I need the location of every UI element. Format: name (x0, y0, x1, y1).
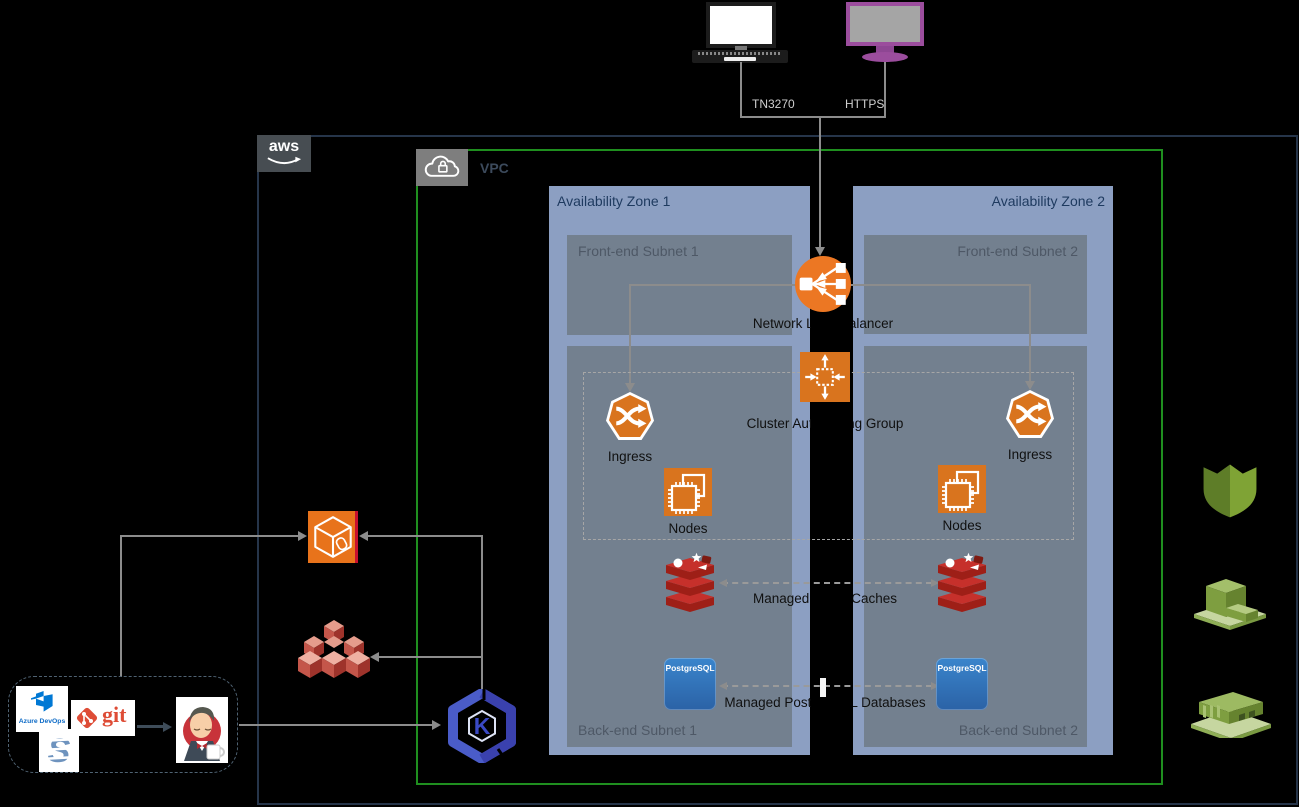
ingress2-arrow (1025, 381, 1035, 390)
devops-pipeline-box (8, 676, 238, 773)
client-to-nlb-line (819, 116, 821, 248)
s-logo: S (40, 732, 78, 770)
git-to-jenkins-line (137, 725, 165, 728)
be-subnet2-label: Back-end Subnet 2 (958, 722, 1078, 738)
nodes2-label: Nodes (942, 518, 982, 533)
redis-line-left-arrow (719, 579, 727, 587)
browser-protocol-label: HTTPS (845, 97, 885, 111)
redis2-icon (934, 552, 990, 619)
az1-label: Availability Zone 1 (557, 193, 671, 209)
eks-icon: K (446, 687, 518, 768)
nlb-to-ingress1-line (629, 284, 631, 384)
client-to-nlb-arrow (815, 247, 825, 256)
git-logo (76, 707, 98, 729)
az2-label: Availability Zone 2 (991, 193, 1105, 209)
vpc-badge (416, 149, 468, 186)
green-datacenter-icon (1189, 686, 1273, 743)
postgres-line-left-arrow (719, 682, 727, 690)
ecr-pull-arrow (359, 531, 368, 541)
ecr-icon (308, 511, 358, 563)
postgres-replication-line (722, 685, 932, 687)
postgresql1-badge: PostgreSQL (665, 663, 715, 673)
eks-to-cache-line (377, 656, 483, 658)
ingress1-icon (606, 392, 654, 440)
azure-devops-logo (31, 691, 53, 712)
ingress2-label: Ingress (1007, 447, 1053, 462)
git-to-jenkins-arrow (163, 722, 172, 732)
redis-replication-line (722, 582, 932, 584)
eks-letter: K (474, 713, 491, 739)
elasticache-blocks-icon (296, 616, 372, 689)
jenkins-to-eks-line (239, 724, 434, 726)
be-subnet1-label: Back-end Subnet 1 (578, 722, 698, 738)
s-logo-letter: S (48, 732, 71, 770)
postgresql2-badge: PostgreSQL (937, 663, 987, 673)
vpc-label: VPC (480, 160, 509, 176)
terminal-line (740, 62, 742, 118)
postgresql2-icon: PostgreSQL (936, 658, 988, 710)
git-card: git (71, 700, 135, 736)
aws-smile-icon (267, 156, 302, 165)
browser-line (884, 62, 886, 118)
redis1-icon (662, 552, 718, 619)
network-load-balancer-icon (795, 256, 851, 312)
iam-shield-icon (1194, 459, 1266, 526)
nodes1-label: Nodes (668, 521, 708, 536)
pipeline-to-ecr-line (120, 535, 300, 537)
aws-logo-text: aws (268, 138, 300, 155)
jenkins-logo (183, 707, 225, 761)
cursor-artifact (820, 678, 826, 697)
scm-s-logo-card: S (39, 729, 79, 772)
pipeline-up-line (120, 535, 122, 677)
eks-to-ecr-line (366, 535, 483, 537)
aws-logo-badge: aws (257, 135, 311, 172)
eks-deploy-arrow (432, 720, 441, 730)
cloud-vpc-icon (424, 155, 460, 177)
green-building-icon (1192, 572, 1268, 637)
postgresql1-icon: PostgreSQL (664, 658, 716, 710)
aws-cloud-boundary (257, 135, 1298, 805)
terminal-protocol-label: TN3270 (752, 97, 795, 111)
ingress1-arrow (625, 383, 635, 392)
ecr-in-arrow (298, 531, 307, 541)
jenkins-card (176, 697, 228, 763)
nodes1-icon (664, 468, 712, 516)
nlb-to-ingress2-line (1029, 284, 1031, 382)
vpc-boundary (416, 149, 1163, 785)
postgres-line-right-arrow (931, 682, 939, 690)
azure-devops-label: Azure DevOps (18, 718, 66, 725)
fe-subnet1-label: Front-end Subnet 1 (578, 243, 699, 259)
ingress2-icon (1006, 390, 1054, 438)
client-join-line (740, 116, 886, 118)
redis-line-right-arrow (931, 579, 939, 587)
autoscaling-group-icon (800, 352, 850, 402)
fe-subnet2-label: Front-end Subnet 2 (957, 243, 1078, 259)
nodes2-icon (938, 465, 986, 513)
eks-vertical-line (481, 535, 483, 691)
git-label: git (102, 702, 127, 727)
azure-devops-card: Azure DevOps (16, 686, 68, 732)
cache-arrow (370, 652, 379, 662)
ingress1-label: Ingress (607, 449, 653, 464)
